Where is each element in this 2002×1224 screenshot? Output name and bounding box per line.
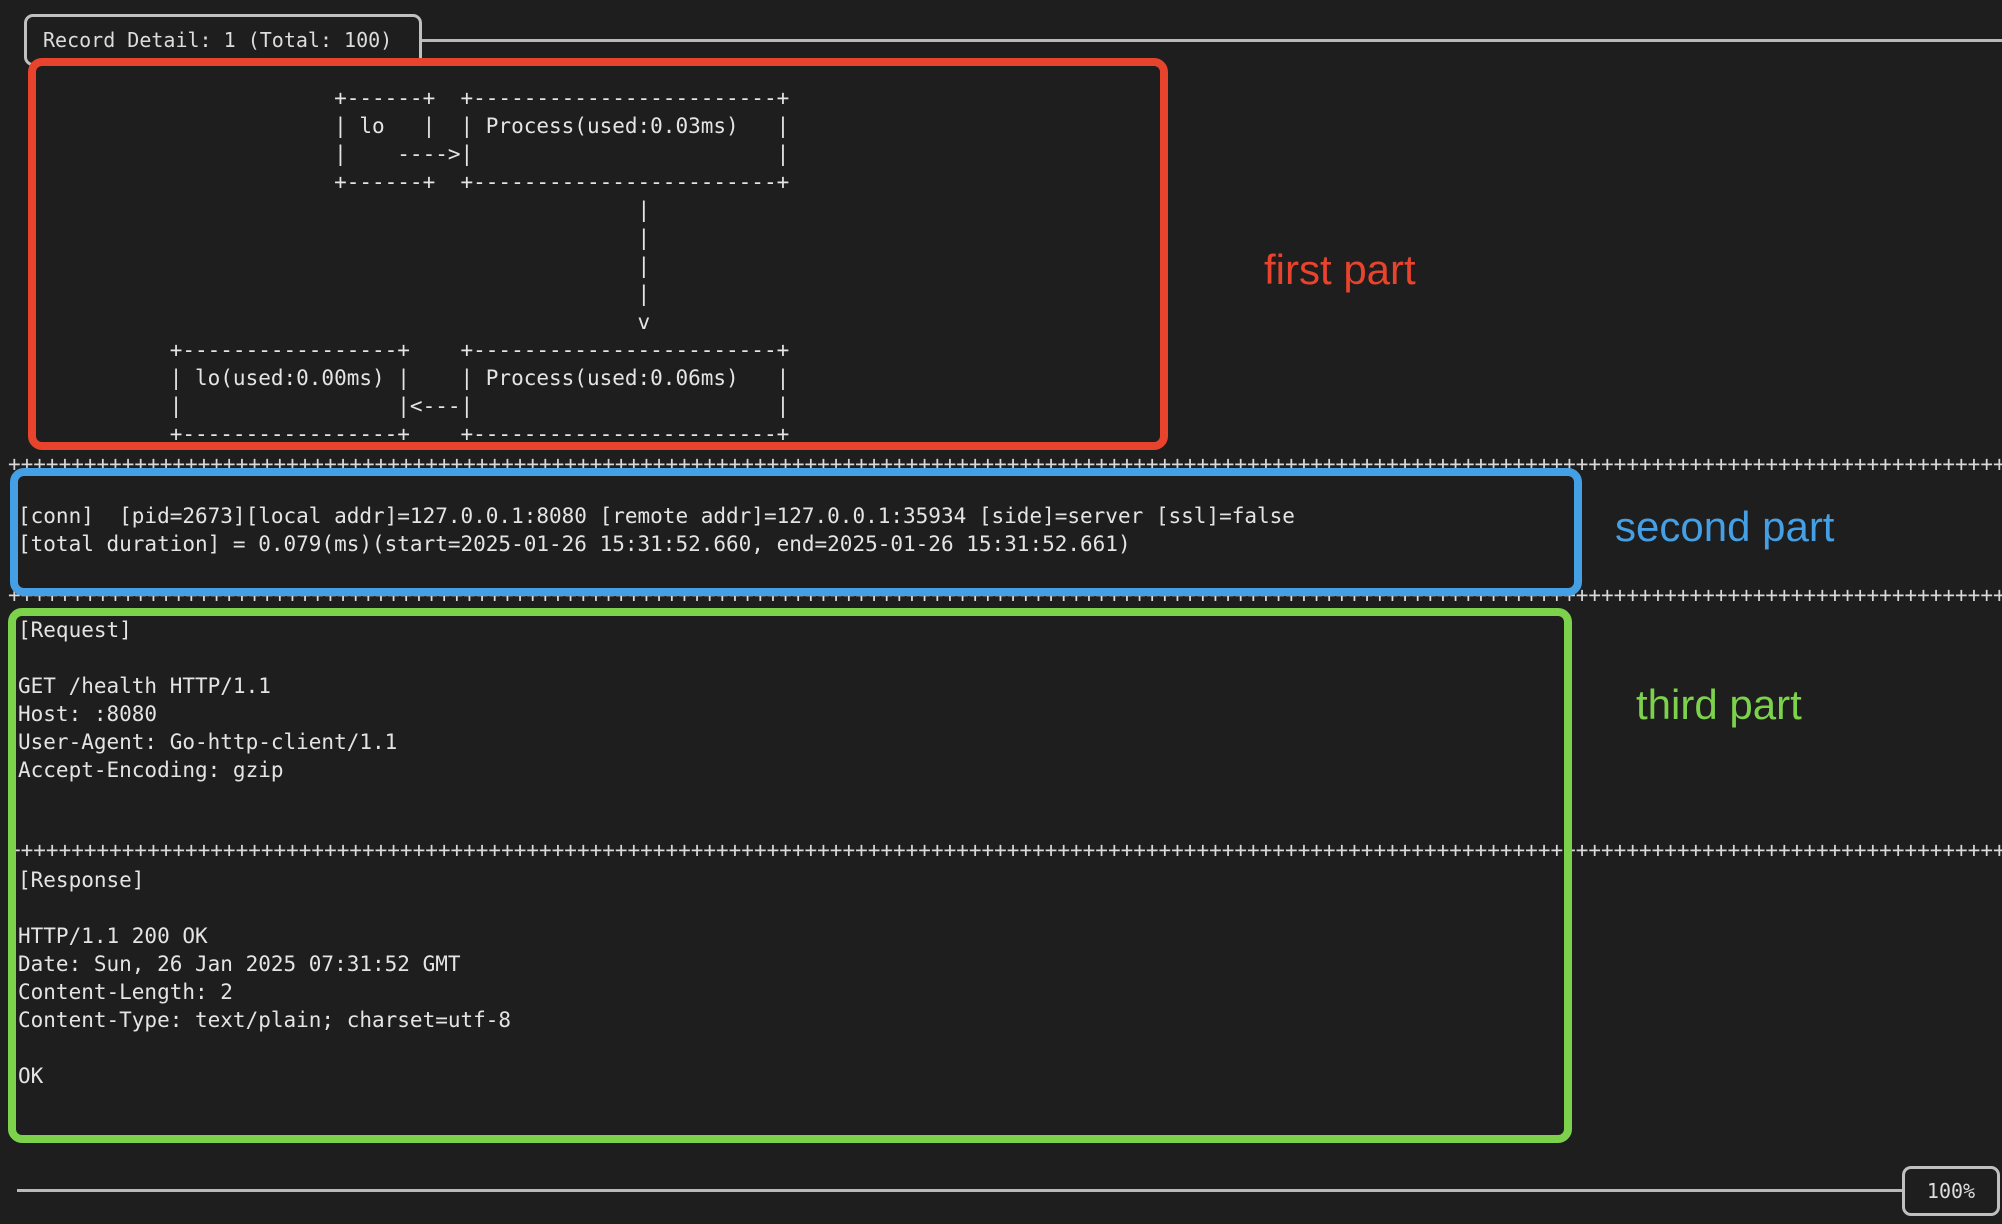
zoom-level: 100% xyxy=(1926,1179,1976,1203)
bottom-border-line xyxy=(17,1189,1903,1192)
annotation-label-first-part: first part xyxy=(1264,246,1416,293)
annotation-label-second-part: second part xyxy=(1615,503,1835,550)
page-title: Record Detail: 1 (Total: 100) xyxy=(43,28,393,52)
zoom-level-box: 100% xyxy=(1902,1166,2000,1216)
record-detail-title-box: Record Detail: 1 (Total: 100) xyxy=(24,14,422,66)
flow-diagram: +------+ +------------------------+ | lo… xyxy=(169,86,790,446)
separator-row-3: ++++++++++++++++++++++++++++++++++++++++… xyxy=(8,838,2002,862)
separator-row-2: ++++++++++++++++++++++++++++++++++++++++… xyxy=(8,583,2002,607)
request-section: [Request] GET /health HTTP/1.1 Host: :80… xyxy=(18,618,398,782)
annotation-label-third-part: third part xyxy=(1636,681,1802,728)
response-section: [Response] HTTP/1.1 200 OK Date: Sun, 26… xyxy=(18,868,512,1088)
top-border-line xyxy=(420,39,2002,42)
connection-summary: [conn] [pid=2673][local addr]=127.0.0.1:… xyxy=(18,504,1295,556)
separator-row-1: ++++++++++++++++++++++++++++++++++++++++… xyxy=(8,452,2002,476)
